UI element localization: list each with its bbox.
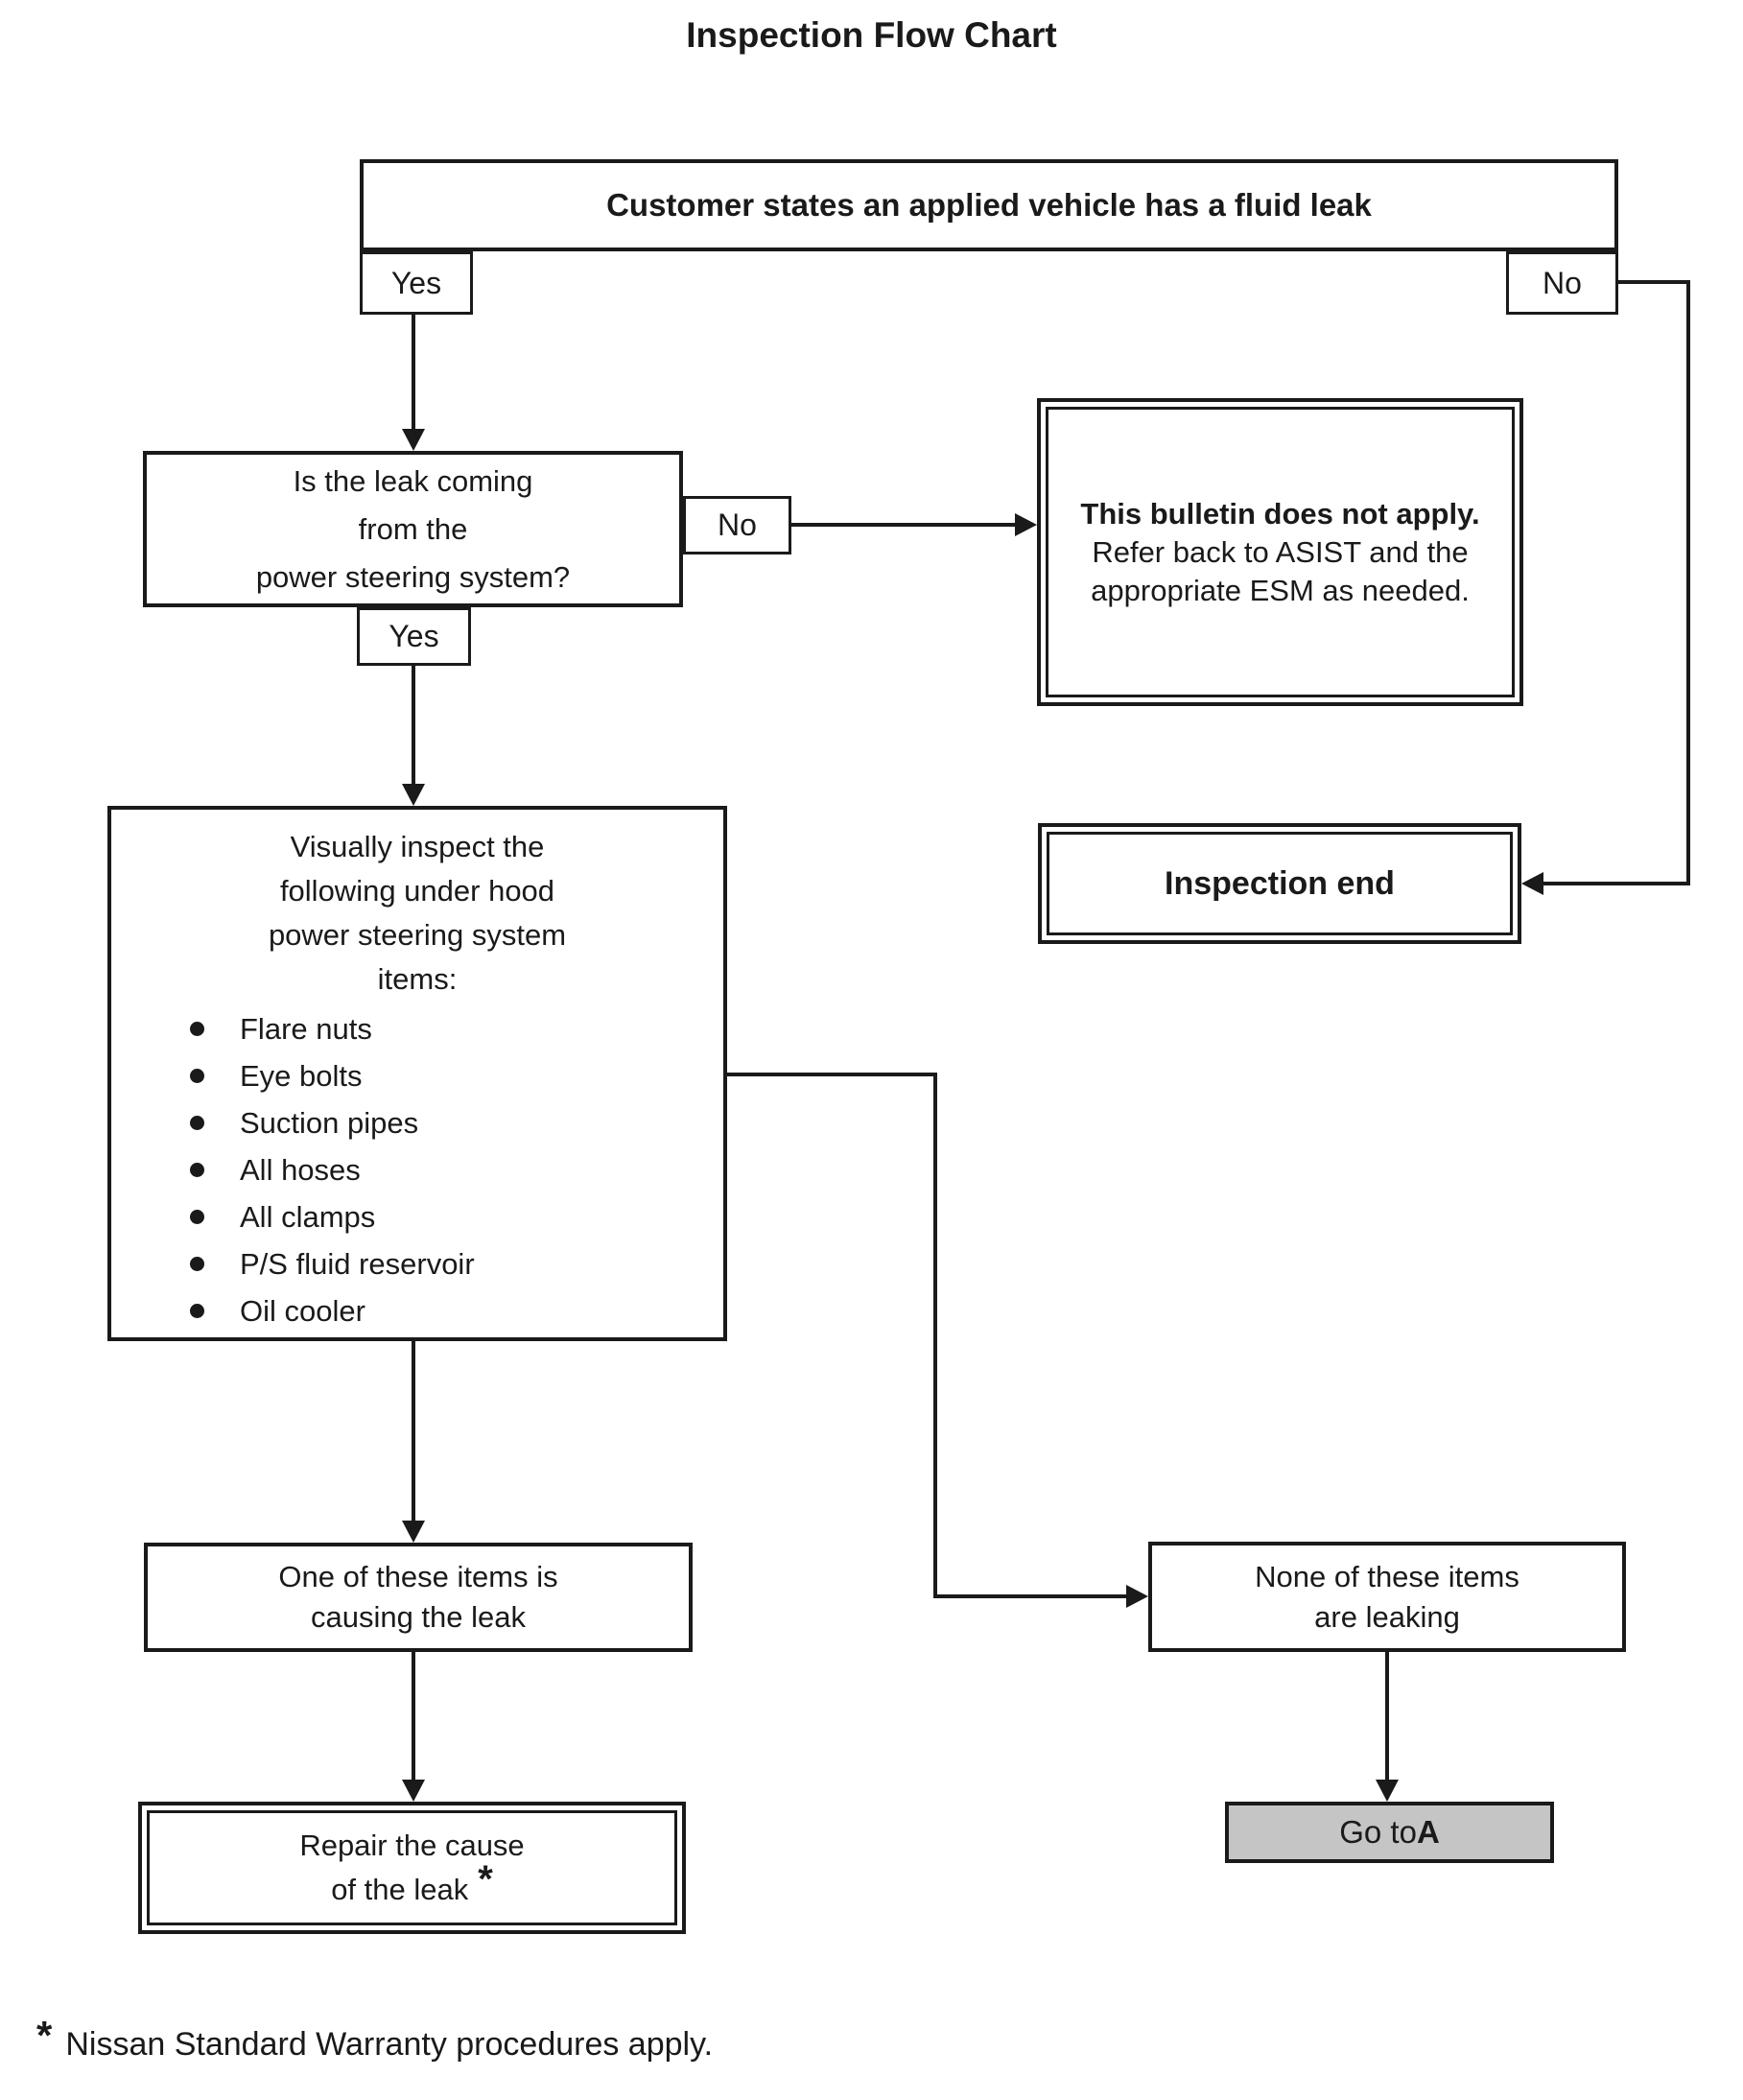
footnote-text: Nissan Standard Warranty procedures appl… — [65, 2026, 714, 2063]
inspect-line-1: Visually inspect the — [290, 830, 545, 863]
repair-box: Repair the cause of the leak * — [138, 1802, 686, 1934]
question-line-1: Is the leak coming — [293, 463, 533, 498]
inspect-line-3: power steering system — [268, 918, 567, 952]
repair-line-2: of the leak * — [331, 1860, 493, 1912]
arrowhead-inspect — [402, 784, 425, 806]
footnote-asterisk: * — [36, 2013, 53, 2058]
connector-no-top-v — [1686, 280, 1690, 885]
connector-branch-h2 — [933, 1594, 1128, 1598]
bulletin-text: This bulletin does not apply. Refer back… — [1062, 495, 1498, 610]
question-line-2: from the — [358, 511, 468, 546]
arrowhead-one-box — [402, 1521, 425, 1543]
footnote: * Nissan Standard Warranty procedures app… — [36, 2013, 713, 2064]
arrowhead-none-box — [1126, 1585, 1148, 1608]
goto-a-letter: A — [1416, 1814, 1440, 1850]
bulletin-box: This bulletin does not apply. Refer back… — [1037, 398, 1523, 706]
connector-branch-h1 — [727, 1073, 937, 1076]
one-leaking-line-1: One of these items is — [278, 1560, 558, 1593]
arrowhead-inspection-end — [1521, 872, 1543, 895]
inspect-bullet-list: Flare nuts Eye bolts Suction pipes All h… — [111, 1005, 723, 1334]
connector-one-to-repair — [412, 1652, 415, 1781]
inspection-end-label: Inspection end — [1165, 865, 1395, 902]
none-leaking-line-2: are leaking — [1314, 1599, 1460, 1634]
none-leaking-box: None of these items are leaking — [1148, 1542, 1626, 1652]
bulletin-text-rest: Refer back to ASIST and the appropriate … — [1091, 534, 1470, 607]
no-label-mid: No — [683, 496, 791, 554]
connector-yes-mid — [412, 666, 415, 785]
inspect-bullet-item: Eye bolts — [111, 1052, 723, 1099]
yes-label-mid: Yes — [357, 607, 471, 666]
no-label-top-text: No — [1543, 265, 1582, 300]
repair-asterisk: * — [478, 1858, 493, 1900]
question-box: Is the leak coming from the power steeri… — [143, 451, 683, 607]
none-leaking-line-1: None of these items — [1255, 1559, 1519, 1593]
inspect-bullet-item: Oil cooler — [111, 1287, 723, 1334]
arrowhead-goto-box — [1376, 1780, 1399, 1802]
inspect-bullet-item: P/S fluid reservoir — [111, 1240, 723, 1287]
inspect-box: Visually inspect the following under hoo… — [107, 806, 727, 1341]
no-label-mid-text: No — [718, 507, 757, 542]
inspect-line-2: following under hood — [279, 874, 555, 908]
inspection-end-box: Inspection end — [1038, 823, 1521, 944]
inspect-bullet-item: All hoses — [111, 1146, 723, 1193]
goto-a-prefix: Go to — [1339, 1814, 1417, 1850]
repair-line-2-text: of the leak — [331, 1873, 469, 1906]
flowchart-title: Inspection Flow Chart — [686, 15, 1057, 55]
connector-no-top-h1 — [1618, 280, 1690, 284]
yes-label-top: Yes — [360, 251, 473, 315]
inspect-bullet-item: Suction pipes — [111, 1099, 723, 1146]
connector-no-top-h2 — [1542, 882, 1690, 885]
inspect-bullet-item: Flare nuts — [111, 1005, 723, 1052]
one-leaking-line-2: causing the leak — [310, 1600, 527, 1634]
yes-label-top-text: Yes — [390, 265, 442, 300]
yes-label-mid-text: Yes — [389, 619, 439, 653]
connector-branch-v — [933, 1073, 937, 1598]
connector-yes-top — [412, 315, 415, 430]
connector-inspect-to-one — [412, 1341, 415, 1522]
connector-none-to-goto — [1385, 1652, 1389, 1781]
arrowhead-yes-top — [402, 429, 425, 451]
connector-no-mid — [791, 523, 1017, 527]
repair-line-1: Repair the cause — [299, 1829, 525, 1862]
one-leaking-box: One of these items is causing the leak — [144, 1543, 693, 1652]
inspect-bullet-item: All clamps — [111, 1193, 723, 1240]
no-label-top: No — [1506, 251, 1618, 315]
start-box-label: Customer states an applied vehicle has a… — [606, 187, 1372, 223]
arrowhead-bulletin — [1015, 513, 1037, 536]
goto-a-box: Go to A — [1225, 1802, 1554, 1863]
question-line-3: power steering system? — [255, 559, 571, 594]
arrowhead-repair-box — [402, 1780, 425, 1802]
inspect-line-4: items: — [377, 962, 458, 996]
start-box: Customer states an applied vehicle has a… — [360, 159, 1618, 251]
bulletin-text-bold: This bulletin does not apply. — [1080, 496, 1480, 531]
